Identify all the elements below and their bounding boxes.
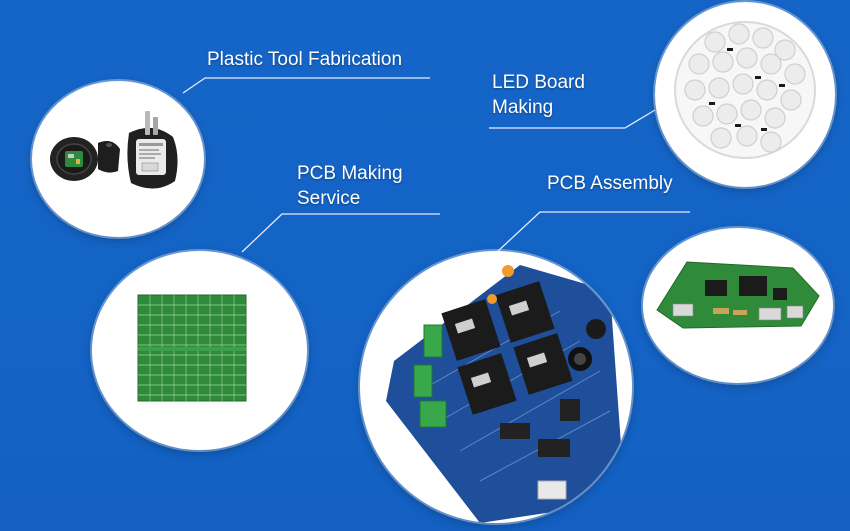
pcb-making-circle	[92, 251, 307, 450]
label-led-board-line-2: Making	[492, 97, 554, 118]
led-board-circle	[655, 2, 835, 187]
green-assembled-pcb-image	[656, 261, 820, 329]
connector-pcb-making	[241, 213, 440, 253]
round-led-board-image	[674, 21, 816, 159]
connector-led-board	[489, 109, 656, 129]
connector-pcb-assembly	[496, 211, 690, 253]
plastic-adapter-parts-image	[50, 111, 178, 189]
label-pcb-assembly-line-1: PCB Assembly	[547, 173, 673, 194]
label-pcb-making-line-2: Service	[297, 188, 361, 209]
assembled-board-circle	[643, 228, 833, 383]
green-bare-pcb-panel-image	[137, 294, 247, 402]
label-pcb-making-line-1: PCB Making	[297, 163, 403, 184]
label-led-board-line-1: LED Board	[492, 72, 585, 93]
label-pcb-making: PCB Making Service	[297, 161, 403, 211]
blue-relay-board-image	[386, 265, 625, 523]
plastic-tool-circle	[32, 81, 204, 237]
connector-plastic-tool	[182, 77, 430, 94]
pcb-assembly-circle	[360, 251, 632, 523]
label-pcb-assembly: PCB Assembly	[547, 171, 673, 196]
label-plastic-tool: Plastic Tool Fabrication	[207, 47, 402, 72]
label-plastic-tool-line-1: Plastic Tool Fabrication	[207, 49, 403, 70]
label-led-board: LED Board Making	[492, 70, 585, 120]
